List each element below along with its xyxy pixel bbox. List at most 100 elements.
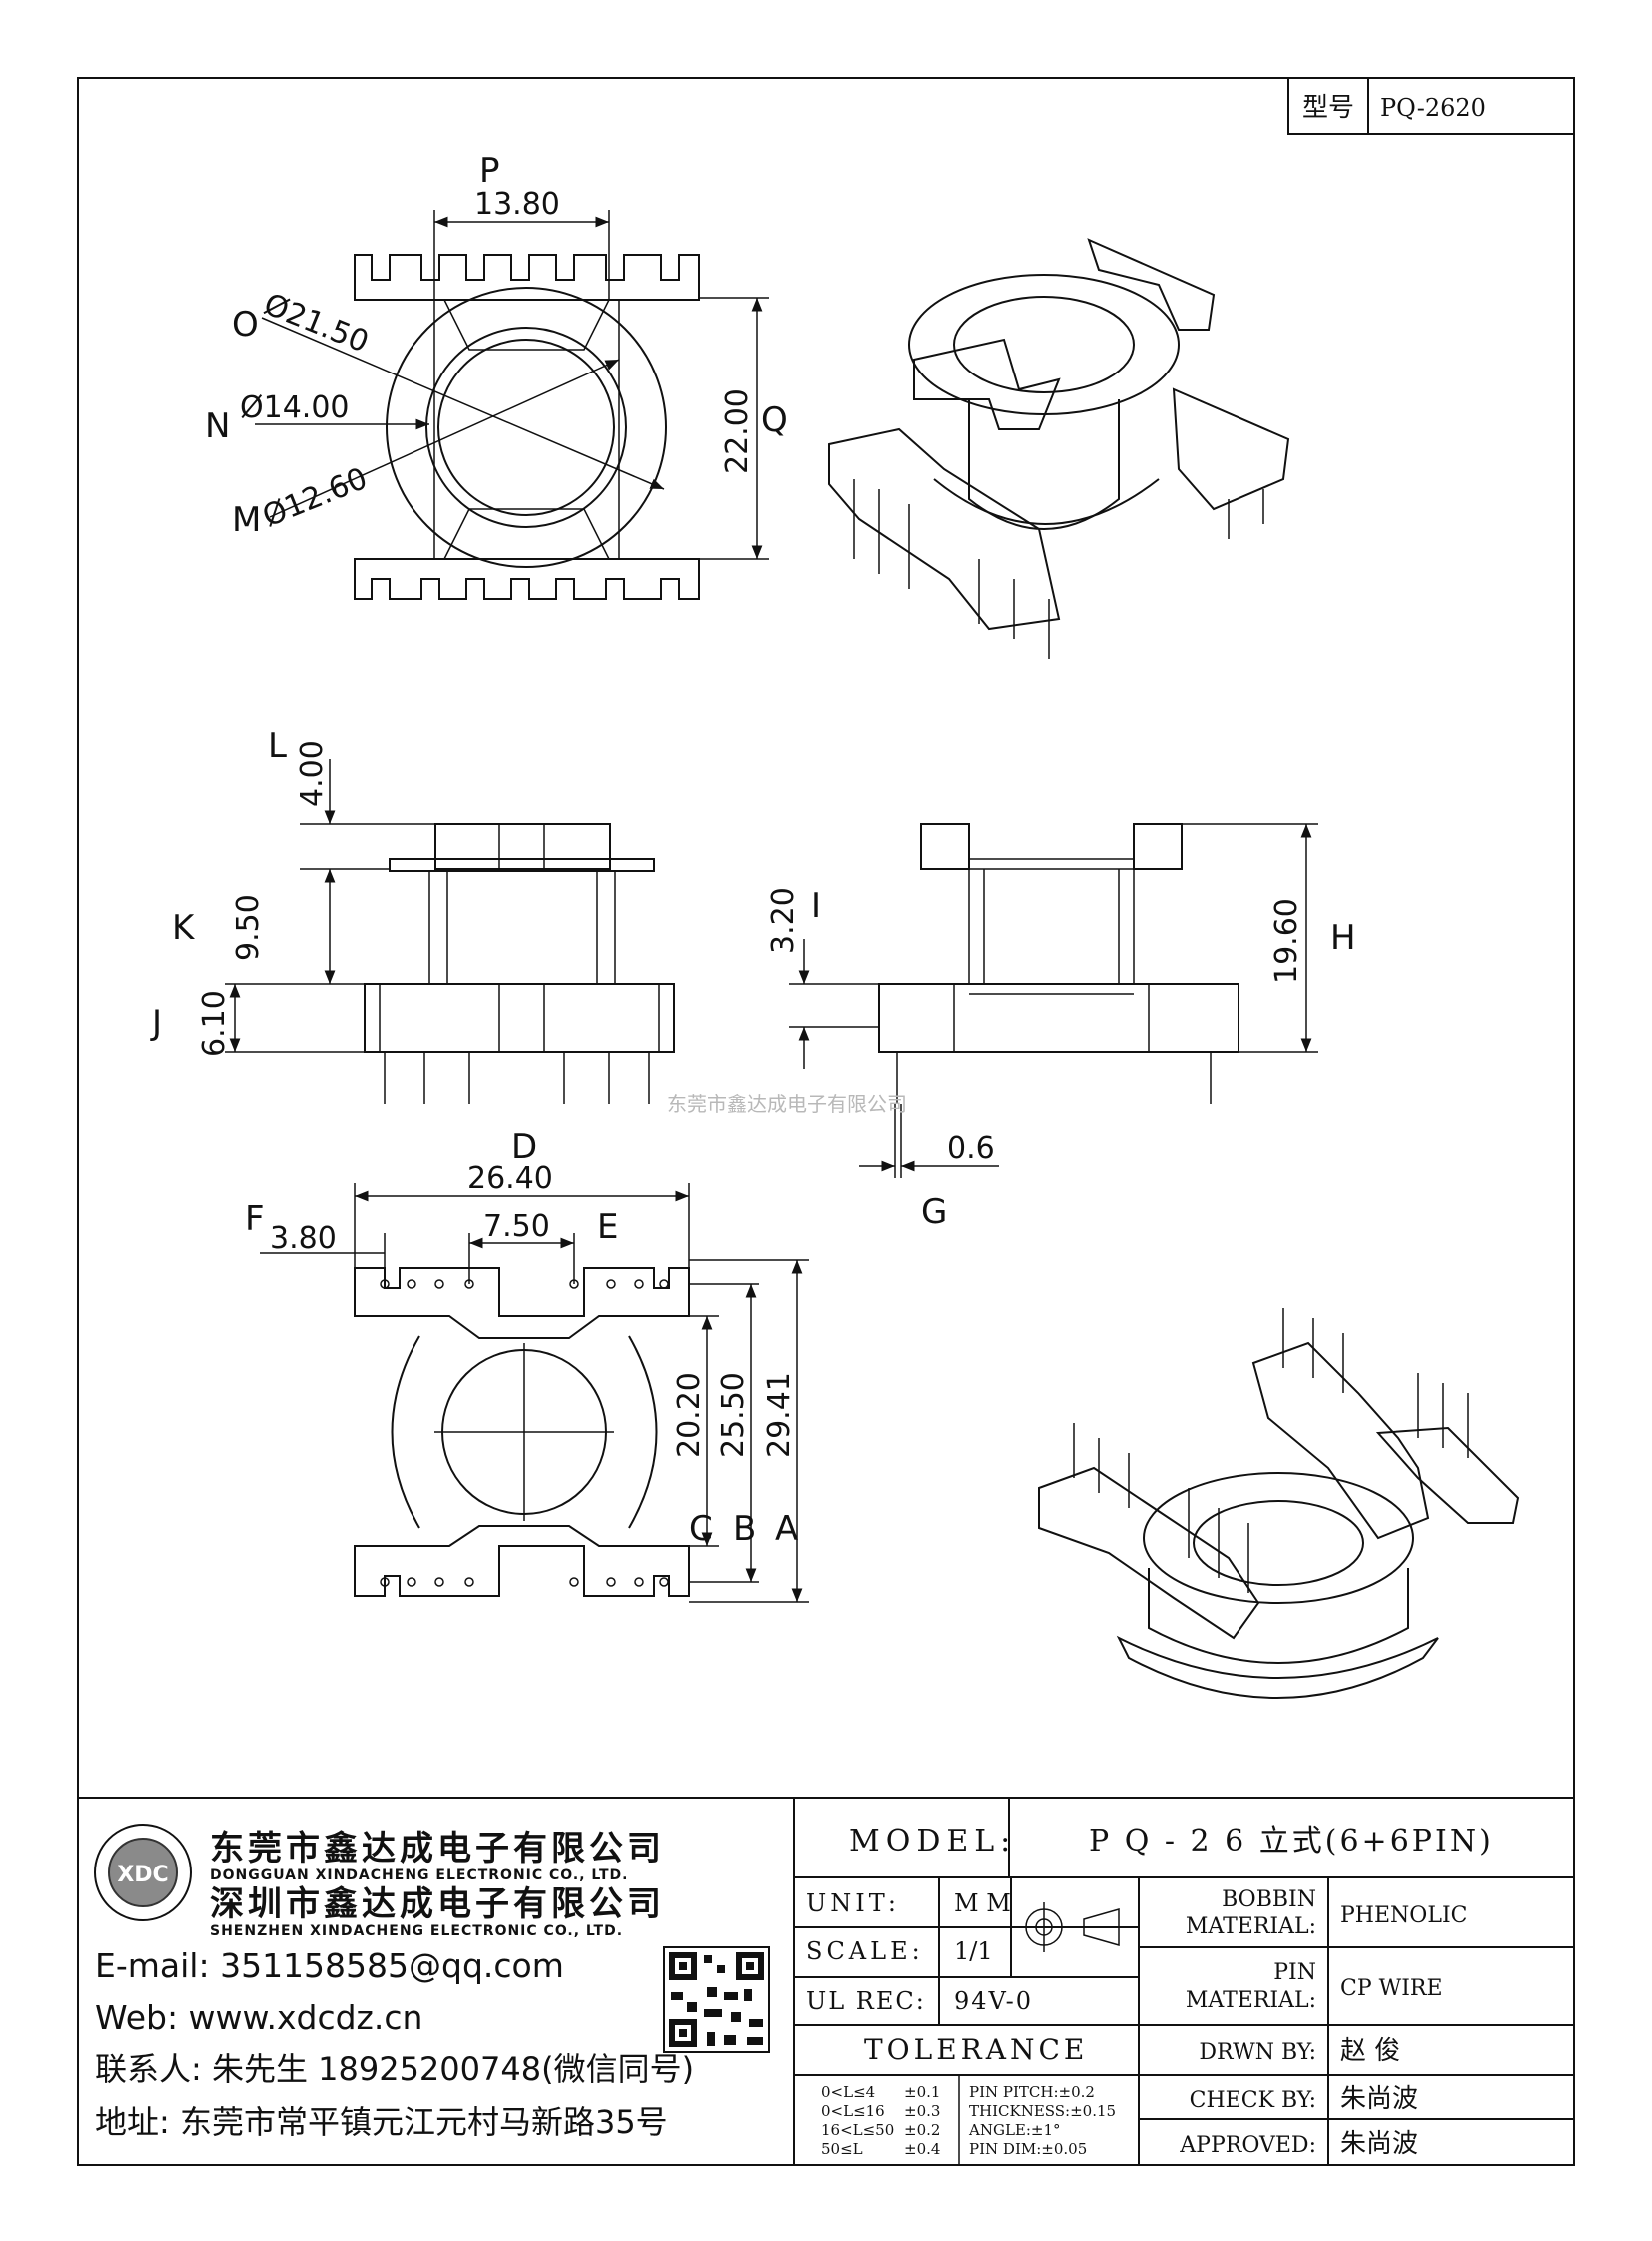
tol-range-1: 0<L≤16 [821, 2102, 885, 2120]
company-web: Web: www.xdcdz.cn [95, 1998, 422, 2037]
bottom-lower-strip [354, 1525, 690, 1597]
dim-J-letter: J [150, 1003, 162, 1043]
bottom-left-arc [391, 1335, 420, 1529]
scale-label: SCALE: [806, 1937, 924, 1965]
bore-outer-circle [425, 327, 627, 528]
bobbin-material-label-2: MATERIAL: [1186, 1914, 1316, 1939]
dim-H-letter: H [1330, 918, 1356, 958]
tol-spec-2: ANGLE:±1° [968, 2121, 1061, 2139]
tolerance-table: 0<L≤4 ±0.1 PIN PITCH:±0.2 0<L≤16 ±0.3 TH… [821, 2083, 1116, 2158]
tol-spec-1: THICKNESS:±0.15 [969, 2102, 1116, 2120]
tol-range-3: 50≤L [821, 2140, 863, 2158]
dim-D-value: 26.40 [467, 1161, 553, 1196]
dim-B-letter: B [733, 1509, 756, 1549]
dim-K-letter: K [172, 908, 196, 948]
unit-label: UNIT: [806, 1889, 900, 1917]
dim-F-letter: F [245, 1199, 265, 1239]
dim-A-value: 29.41 [762, 1372, 797, 1458]
dim-I-value: 3.20 [766, 887, 801, 954]
dim-G-letter: G [921, 1192, 947, 1232]
pin-material-label-2: MATERIAL: [1186, 1988, 1316, 2013]
dim-F-value: 3.80 [270, 1221, 337, 1256]
company-contact: 联系人: 朱先生 18925200748(微信同号) [95, 2050, 694, 2088]
flange-circle [386, 287, 667, 568]
company-name-cn-1: 东莞市鑫达成电子有限公司 [210, 1829, 665, 1868]
part-number-box: 型号 PQ-2620 [1287, 77, 1575, 135]
lower-slot [443, 508, 610, 560]
front-view: L 4.00 K 9.50 J 6.10 [150, 726, 675, 1104]
tol-range-2: 16<L≤50 [821, 2121, 894, 2139]
dim-O-letter: O [232, 305, 259, 345]
dim-N-value: Ø14.00 [240, 390, 350, 425]
tol-value-1: ±0.3 [904, 2102, 940, 2120]
model-value: P Q - 2 6 立式(6+6PIN) [1089, 1824, 1494, 1859]
iso-view-bottom [1038, 1308, 1520, 1699]
projection-symbol [1019, 1902, 1120, 1952]
dim-D-letter: D [511, 1127, 537, 1167]
tol-value-3: ±0.4 [904, 2140, 940, 2158]
tol-range-0: 0<L≤4 [821, 2083, 875, 2101]
dim-C-letter: C [689, 1509, 713, 1549]
dim-G-value: 0.6 [947, 1131, 995, 1166]
dim-L-value: 4.00 [295, 740, 330, 807]
dim-M-letter: M [232, 500, 261, 540]
company-email: E-mail: 351158585@qq.com [95, 1946, 564, 1985]
dim-Q-letter: Q [761, 400, 788, 440]
unit-value: M M [954, 1889, 1011, 1917]
dim-K-value: 9.50 [231, 894, 266, 961]
qr-code [663, 1946, 770, 2053]
iso-view-top [828, 238, 1290, 659]
logo-center [108, 1838, 178, 1907]
scale-value: 1/1 [954, 1937, 993, 1965]
dim-E-letter: E [597, 1207, 618, 1247]
company-name-en-1: DONGGUAN XINDACHENG ELECTRONIC CO., LTD. [210, 1868, 629, 1883]
approved-value: 朱尚波 [1340, 2129, 1418, 2159]
dim-P-value: 13.80 [474, 187, 560, 222]
dim-I-letter: I [811, 886, 821, 926]
dim-Q-value: 22.00 [720, 388, 755, 474]
dim-J-value: 6.10 [197, 990, 232, 1057]
tol-spec-3: PIN DIM:±0.05 [969, 2140, 1087, 2158]
top-tab-strip [354, 254, 700, 301]
dim-B-value: 25.50 [716, 1372, 751, 1458]
drawn-by-label: DRWN BY: [1199, 2040, 1316, 2065]
upper-slot [443, 299, 610, 351]
bobbin-material-label-1: BOBBIN [1222, 1887, 1316, 1912]
tol-value-0: ±0.1 [904, 2083, 940, 2101]
bottom-right-arc [628, 1335, 658, 1529]
bottom-upper-strip [354, 1267, 690, 1339]
part-number-label: 型号 [1302, 93, 1354, 123]
ulrec-label: UL REC: [806, 1987, 926, 2015]
top-view: P 13.80 22.00 Q O Ø21.50 N Ø14.00 M Ø12.… [205, 151, 788, 600]
sheet-border [77, 77, 1575, 2166]
logo-text: XDC [117, 1863, 168, 1887]
bottom-tab-strip [354, 558, 700, 600]
dim-H-value: 19.60 [1269, 898, 1304, 984]
dim-L-letter: L [268, 726, 287, 766]
tolerance-label: TOLERANCE [864, 2033, 1088, 2066]
company-name-cn-2: 深圳市鑫达成电子有限公司 [210, 1884, 665, 1924]
watermark: 东莞市鑫达成电子有限公司 [667, 1092, 907, 1116]
dim-P-letter: P [479, 151, 500, 191]
dim-E-value: 7.50 [483, 1209, 550, 1244]
side-view: I 3.20 19.60 H 0.6 G [766, 823, 1356, 1232]
approved-label: APPROVED: [1179, 2133, 1316, 2158]
dim-O-value: Ø21.50 [259, 287, 374, 360]
bore-inner-circle [437, 339, 615, 516]
check-by-value: 朱尚波 [1340, 2084, 1418, 2114]
dim-C-value: 20.20 [672, 1372, 707, 1458]
part-number: PQ-2620 [1380, 94, 1486, 122]
bottom-view: D 26.40 F 3.80 7.50 E 20.20 25.50 29.41 … [245, 1127, 809, 1603]
tol-value-2: ±0.2 [904, 2121, 940, 2139]
company-logo [94, 1824, 192, 1921]
bobbin-material-value: PHENOLIC [1340, 1903, 1467, 1928]
dim-M-value: Ø12.60 [258, 461, 373, 534]
pin-material-label-1: PIN [1273, 1960, 1316, 1985]
drawn-by-value: 赵 俊 [1340, 2036, 1400, 2066]
dim-A-letter: A [775, 1509, 798, 1549]
check-by-label: CHECK BY: [1190, 2088, 1316, 2113]
company-name-en-2: SHENZHEN XINDACHENG ELECTRONIC CO., LTD. [210, 1923, 623, 1939]
title-block: XDC 东莞市鑫达成电子有限公司 DONGGUAN XINDACHENG ELE… [78, 1797, 1574, 2165]
model-label: MODEL: [849, 1824, 1016, 1859]
